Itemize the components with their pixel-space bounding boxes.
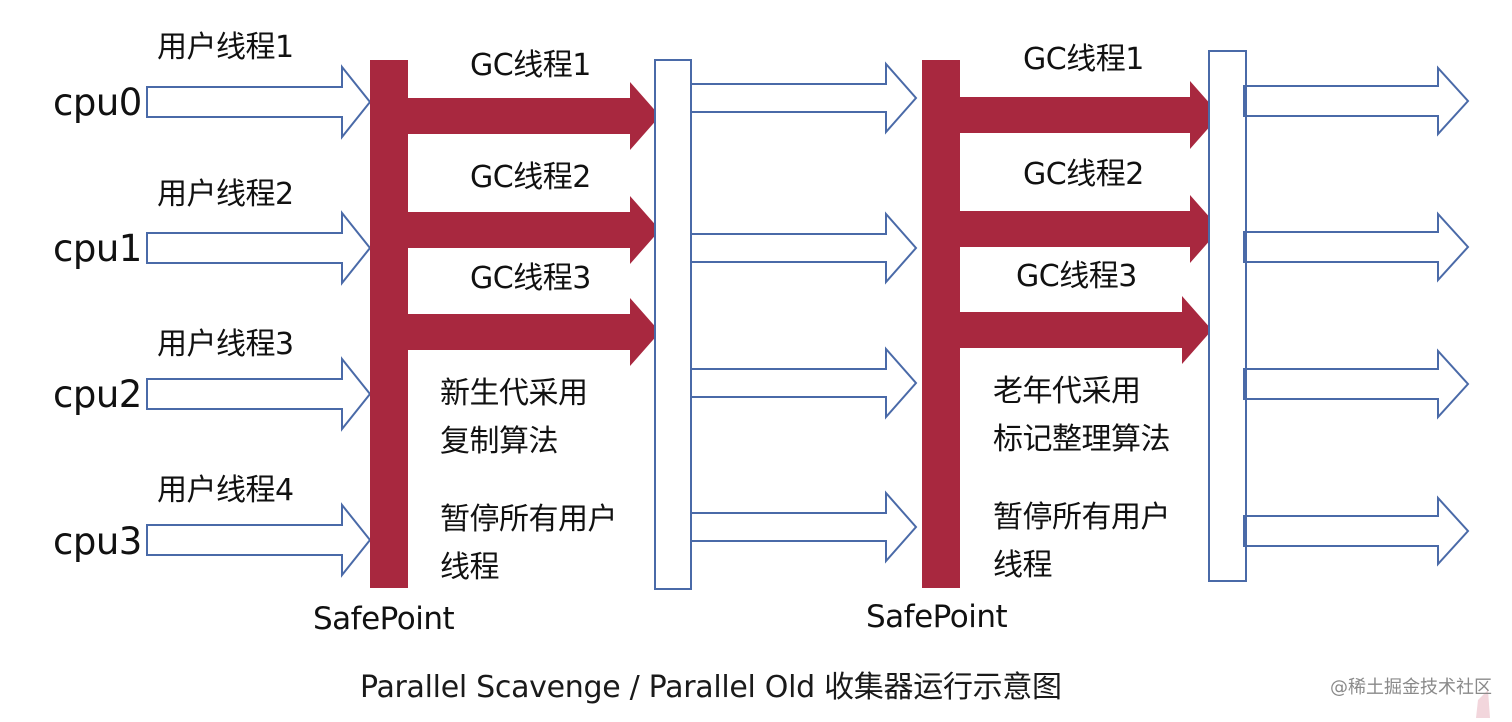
- gc-thread-arrow: [406, 196, 660, 264]
- note-line: 复制算法: [440, 424, 558, 459]
- note-line: 暂停所有用户: [993, 500, 1171, 535]
- user-thread-label: 用户线程1: [157, 30, 294, 65]
- watermark: @稀土掘金技术社区: [1330, 677, 1492, 698]
- safepoint-label: SafePoint: [313, 601, 455, 637]
- gc-thread-arrow: [406, 82, 660, 150]
- note-line: 老年代采用: [993, 374, 1141, 409]
- note-line: 线程: [993, 548, 1053, 583]
- gc-thread-label: GC线程1: [1023, 42, 1144, 77]
- user-thread-arrow: [146, 64, 372, 140]
- safepoint-label: SafePoint: [866, 599, 1008, 635]
- note-line: 线程: [440, 550, 500, 585]
- gc-thread-arrow: [958, 195, 1220, 263]
- gc-thread-label: GC线程3: [1016, 259, 1137, 294]
- gc-thread-arrows-2: [958, 81, 1220, 364]
- gc-thread-label: GC线程1: [470, 48, 591, 83]
- gc-thread-label: GC线程3: [470, 261, 591, 296]
- note-line: 暂停所有用户: [440, 502, 618, 537]
- phase2-algorithm-note: 老年代采用 标记整理算法: [993, 368, 1171, 464]
- corner-mark: [1476, 690, 1490, 718]
- note-line: 新生代采用: [440, 376, 588, 411]
- gc-thread-arrows-1: [406, 82, 660, 366]
- user-thread-arrow: [146, 210, 372, 286]
- user-thread-arrow: [1243, 211, 1470, 283]
- user-thread-label: 用户线程2: [157, 177, 294, 212]
- user-thread-arrow: [1243, 495, 1470, 567]
- cpu-label: cpu0: [53, 81, 142, 124]
- user-thread-arrow: [690, 211, 918, 285]
- cpu-label: cpu3: [53, 520, 142, 563]
- user-thread-arrow: [690, 61, 918, 135]
- safepoint-bar-1: [370, 60, 408, 588]
- phase1-end-bar: [654, 59, 692, 590]
- safepoint-bar-2: [922, 60, 960, 588]
- user-thread-label: 用户线程4: [157, 473, 294, 508]
- user-thread-arrows-mid: [690, 61, 918, 564]
- user-thread-label: 用户线程3: [157, 327, 294, 362]
- user-thread-arrow: [690, 490, 918, 564]
- user-thread-arrow: [146, 502, 372, 578]
- user-thread-arrows-in: [146, 64, 372, 578]
- user-thread-arrows-out: [1243, 65, 1470, 567]
- user-thread-arrow: [1243, 65, 1470, 137]
- cpu-label: cpu1: [53, 227, 142, 270]
- gc-thread-arrow: [958, 296, 1212, 364]
- user-thread-arrow: [1243, 348, 1470, 420]
- gc-thread-label: GC线程2: [1023, 157, 1144, 192]
- note-line: 标记整理算法: [993, 422, 1171, 457]
- user-thread-arrow: [146, 356, 372, 432]
- phase2-end-bar: [1208, 50, 1247, 582]
- phase1-pause-note: 暂停所有用户 线程: [440, 496, 618, 592]
- cpu-label: cpu2: [53, 373, 142, 416]
- gc-thread-arrow: [958, 81, 1220, 149]
- phase2-pause-note: 暂停所有用户 线程: [993, 494, 1171, 590]
- diagram-caption: Parallel Scavenge / Parallel Old 收集器运行示意…: [360, 670, 1062, 705]
- gc-thread-arrow: [406, 298, 660, 366]
- phase1-algorithm-note: 新生代采用 复制算法: [440, 370, 588, 466]
- gc-thread-label: GC线程2: [470, 160, 591, 195]
- user-thread-arrow: [690, 346, 918, 420]
